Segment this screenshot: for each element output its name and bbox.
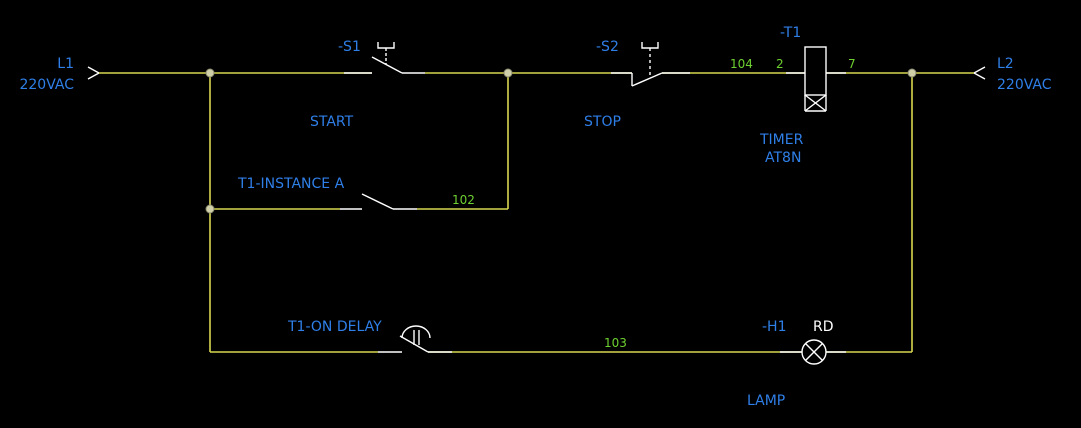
start-pushbutton-s1 <box>344 42 425 74</box>
t1-label: TIMER <box>759 132 804 148</box>
h1-tag: -H1 <box>762 319 787 335</box>
supply-l1-name: L1 <box>57 56 74 72</box>
supply-l2-voltage: 220VAC <box>997 77 1052 93</box>
supply-l1-voltage: 220VAC <box>19 77 74 93</box>
t1-tag: -T1 <box>780 25 801 41</box>
supply-l2-name: L2 <box>997 56 1014 72</box>
s1-label: START <box>310 114 354 130</box>
t1-model: AT8N <box>765 150 801 166</box>
junction-dot <box>907 68 917 78</box>
t1-pin-a: 2 <box>776 57 784 71</box>
supply-arrow-l1 <box>87 66 101 80</box>
s2-label: STOP <box>584 114 621 130</box>
stop-pushbutton-s2 <box>611 42 690 87</box>
wires <box>99 72 974 353</box>
wire-number-104: 104 <box>730 57 753 71</box>
supply-arrow-l2 <box>972 66 986 80</box>
h1-color: RD <box>813 319 834 335</box>
timer-coil-t1 <box>786 46 846 112</box>
junction-dot <box>205 204 215 214</box>
lamp-h1 <box>780 339 846 365</box>
contact-t1-instance-a <box>340 193 417 210</box>
s1-tag: -S1 <box>338 39 361 55</box>
t1-on-delay-label: T1-ON DELAY <box>287 319 382 335</box>
s2-tag: -S2 <box>596 39 619 55</box>
wire-number-102: 102 <box>452 193 475 207</box>
junction-dot <box>205 68 215 78</box>
h1-label: LAMP <box>747 393 785 409</box>
contact-t1-on-delay <box>378 325 452 353</box>
junction-dot <box>503 68 513 78</box>
wire-number-103: 103 <box>604 336 627 350</box>
t1-instance-a-label: T1-INSTANCE A <box>237 176 345 192</box>
t1-pin-b: 7 <box>848 57 856 71</box>
